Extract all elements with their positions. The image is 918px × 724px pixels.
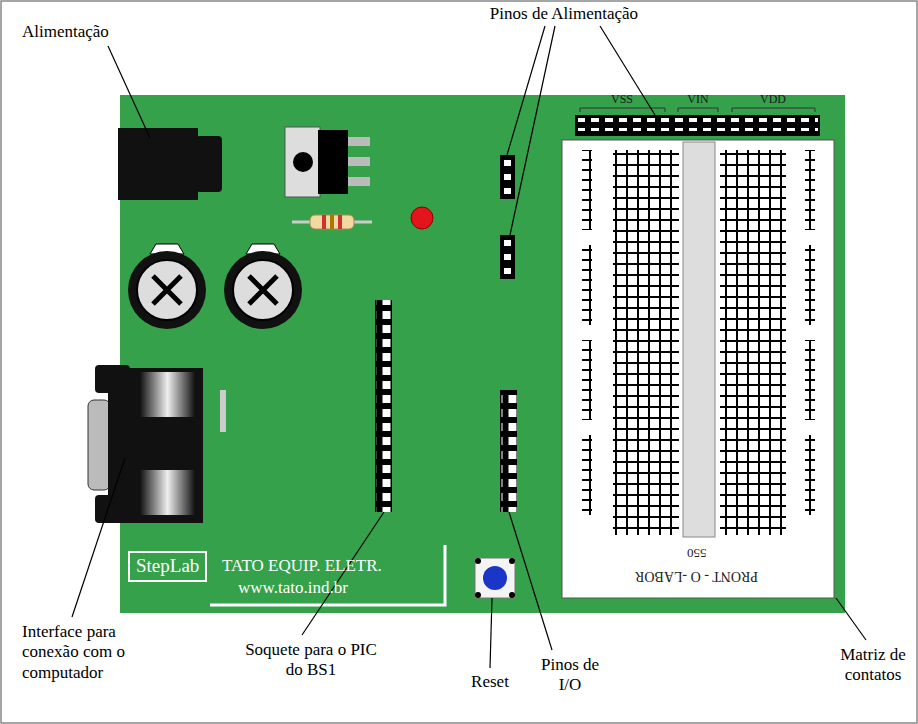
potentiometer (128, 244, 302, 329)
callout-label: Alimentação (22, 22, 109, 42)
pic-socket-pins (377, 300, 394, 512)
leader-lines (72, 26, 866, 668)
callout-label: Interface para conexão com o computador (22, 622, 154, 683)
callout-label: Pinos de Alimentação (490, 4, 638, 24)
voltage-regulator (285, 127, 370, 197)
breadboard-label: PRONT - O -LABOR (635, 567, 758, 584)
led (411, 207, 433, 229)
pin-name: VIN (687, 92, 708, 106)
resistor-symbol (292, 215, 372, 229)
logo-bracket (210, 545, 445, 605)
pin-name: VDD (760, 92, 786, 106)
brand-url: www.tato.ind.br (238, 578, 348, 598)
db9-connector (88, 365, 203, 523)
pcb (120, 95, 845, 613)
breadboard-number: 550 (687, 545, 707, 561)
reset-button (475, 558, 515, 598)
logo-box: StepLab (128, 551, 207, 582)
power-header (500, 155, 515, 199)
crystal (220, 390, 226, 432)
logo-text: StepLab (136, 556, 199, 577)
breadboard (562, 115, 834, 598)
power-jack (118, 128, 222, 200)
callout-label: Pinos de I/O (534, 655, 606, 696)
brand-text: TATO EQUIP. ELETR. (222, 556, 382, 576)
rail-brackets (580, 108, 815, 112)
power-header (500, 235, 515, 279)
callout-label: Matriz de contatos (834, 645, 912, 686)
callout-label: Soquete para o PIC do BS1 (241, 640, 381, 681)
callout-label: Reset (471, 672, 509, 692)
pin-name: VSS (611, 92, 633, 106)
